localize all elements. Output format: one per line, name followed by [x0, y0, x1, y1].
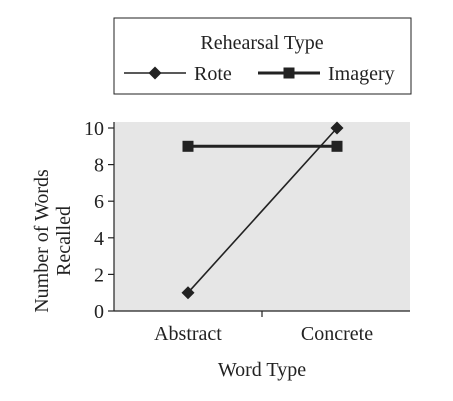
y-tick-label: 8 [94, 155, 104, 177]
y-axis-title-line-2: Recalled [53, 206, 75, 276]
legend-item-imagery-label: Imagery [328, 63, 395, 85]
series-rote-line [187, 127, 338, 294]
plot-area [114, 122, 410, 311]
y-axis-title: Number of Words Recalled [31, 169, 75, 313]
series-rote-point [330, 121, 344, 135]
y-tick-label: 4 [94, 228, 104, 250]
y-tick-label: 6 [94, 191, 104, 213]
legend-item-rote-marker [148, 66, 162, 80]
x-tick-label: Abstract [154, 323, 222, 345]
y-axis-title-line-1: Number of Words [31, 169, 53, 313]
y-tick-label: 10 [84, 118, 104, 140]
legend: Rehearsal Type Rote Imagery [113, 17, 412, 95]
x-tick-label: Concrete [301, 323, 373, 345]
x-axis-title: Word Type [218, 359, 306, 381]
legend-item-imagery-marker [283, 67, 295, 79]
series-rote-point [181, 286, 195, 300]
y-tick-label: 2 [94, 264, 104, 286]
legend-box [113, 17, 412, 95]
legend-item-rote-label: Rote [194, 63, 232, 85]
legend-title: Rehearsal Type [200, 32, 323, 54]
series-imagery-point [182, 140, 194, 152]
series-imagery-point [331, 140, 343, 152]
y-tick-label: 0 [94, 301, 104, 323]
